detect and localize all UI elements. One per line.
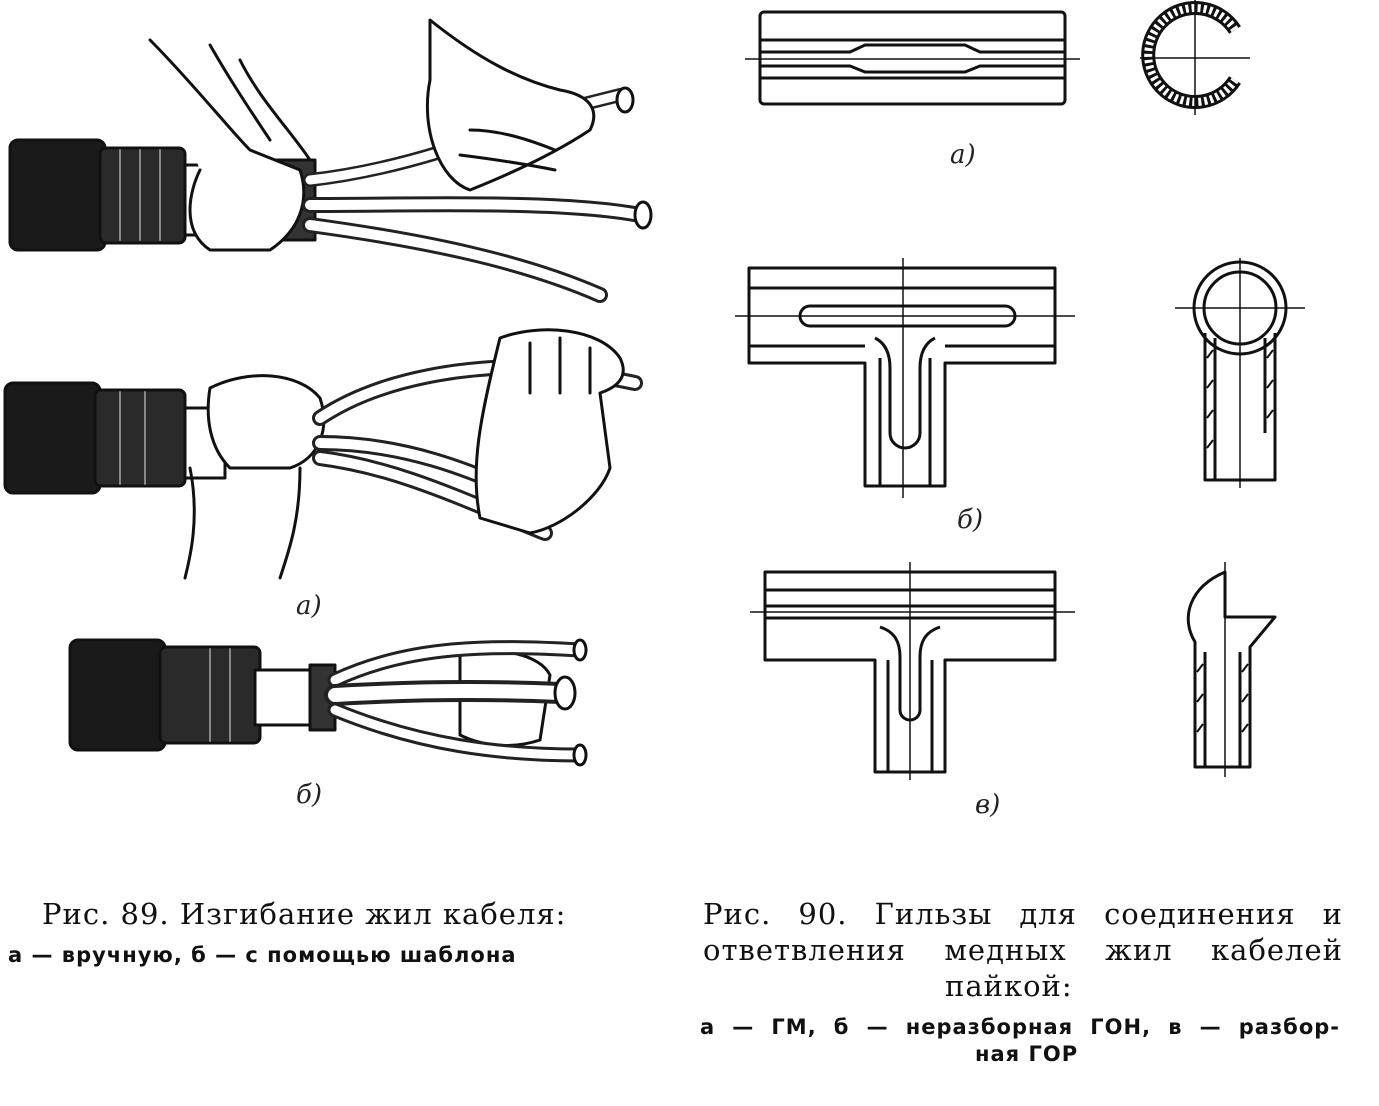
fig89-drawing-b: [60, 625, 620, 775]
sleeve-gm-side-view: [758, 10, 1067, 106]
fig90-label-v: в): [975, 790, 1001, 820]
fig90-caption-line3: пайкой:: [945, 969, 1073, 1003]
fig89-label-b: б): [296, 780, 323, 810]
sleeve-gor-side-view: [763, 570, 1057, 774]
fig90-label-b: б): [957, 505, 984, 535]
fig90-legend-line2: ная ГОР: [975, 1042, 1079, 1066]
cable-sleeve: [3, 381, 102, 495]
hand-left: [148, 38, 306, 252]
fig90-caption-line1: Рис. 90. Гильзы для соединения и: [703, 897, 1343, 931]
fig89-label-a: а): [296, 591, 322, 621]
cable-sleeve: [68, 638, 167, 752]
fig90-drawing-a: [740, 0, 1340, 130]
fig90-caption-line2: ответвления медных жил кабелей: [703, 933, 1343, 967]
sleeve-gm-cross-section: [1140, 0, 1250, 115]
fig89-caption-legend: а — вручную, б — с помощью шаблона: [8, 943, 517, 967]
sleeve-gor-cross-section: [1186, 562, 1277, 777]
hand-left: [206, 374, 326, 470]
hand-right: [425, 18, 596, 192]
fig90-label-a: а): [950, 140, 976, 170]
sleeve-gon-side-view: [747, 266, 1057, 488]
fig90-drawing-v: [750, 562, 1330, 782]
fig89-drawing-a: [0, 318, 680, 588]
cable-sleeve: [8, 138, 107, 252]
fig90-legend-line1: а — ГМ, б — неразборная ГОН, в — разбор-: [700, 1015, 1340, 1039]
sleeve-gon-cross-section: [1175, 258, 1305, 488]
hand-right: [474, 328, 625, 535]
fig89-caption-title: Рис. 89. Изгибание жил кабеля:: [42, 897, 567, 931]
fig89-drawing-top: [0, 0, 680, 310]
fig90-drawing-b: [735, 258, 1335, 498]
